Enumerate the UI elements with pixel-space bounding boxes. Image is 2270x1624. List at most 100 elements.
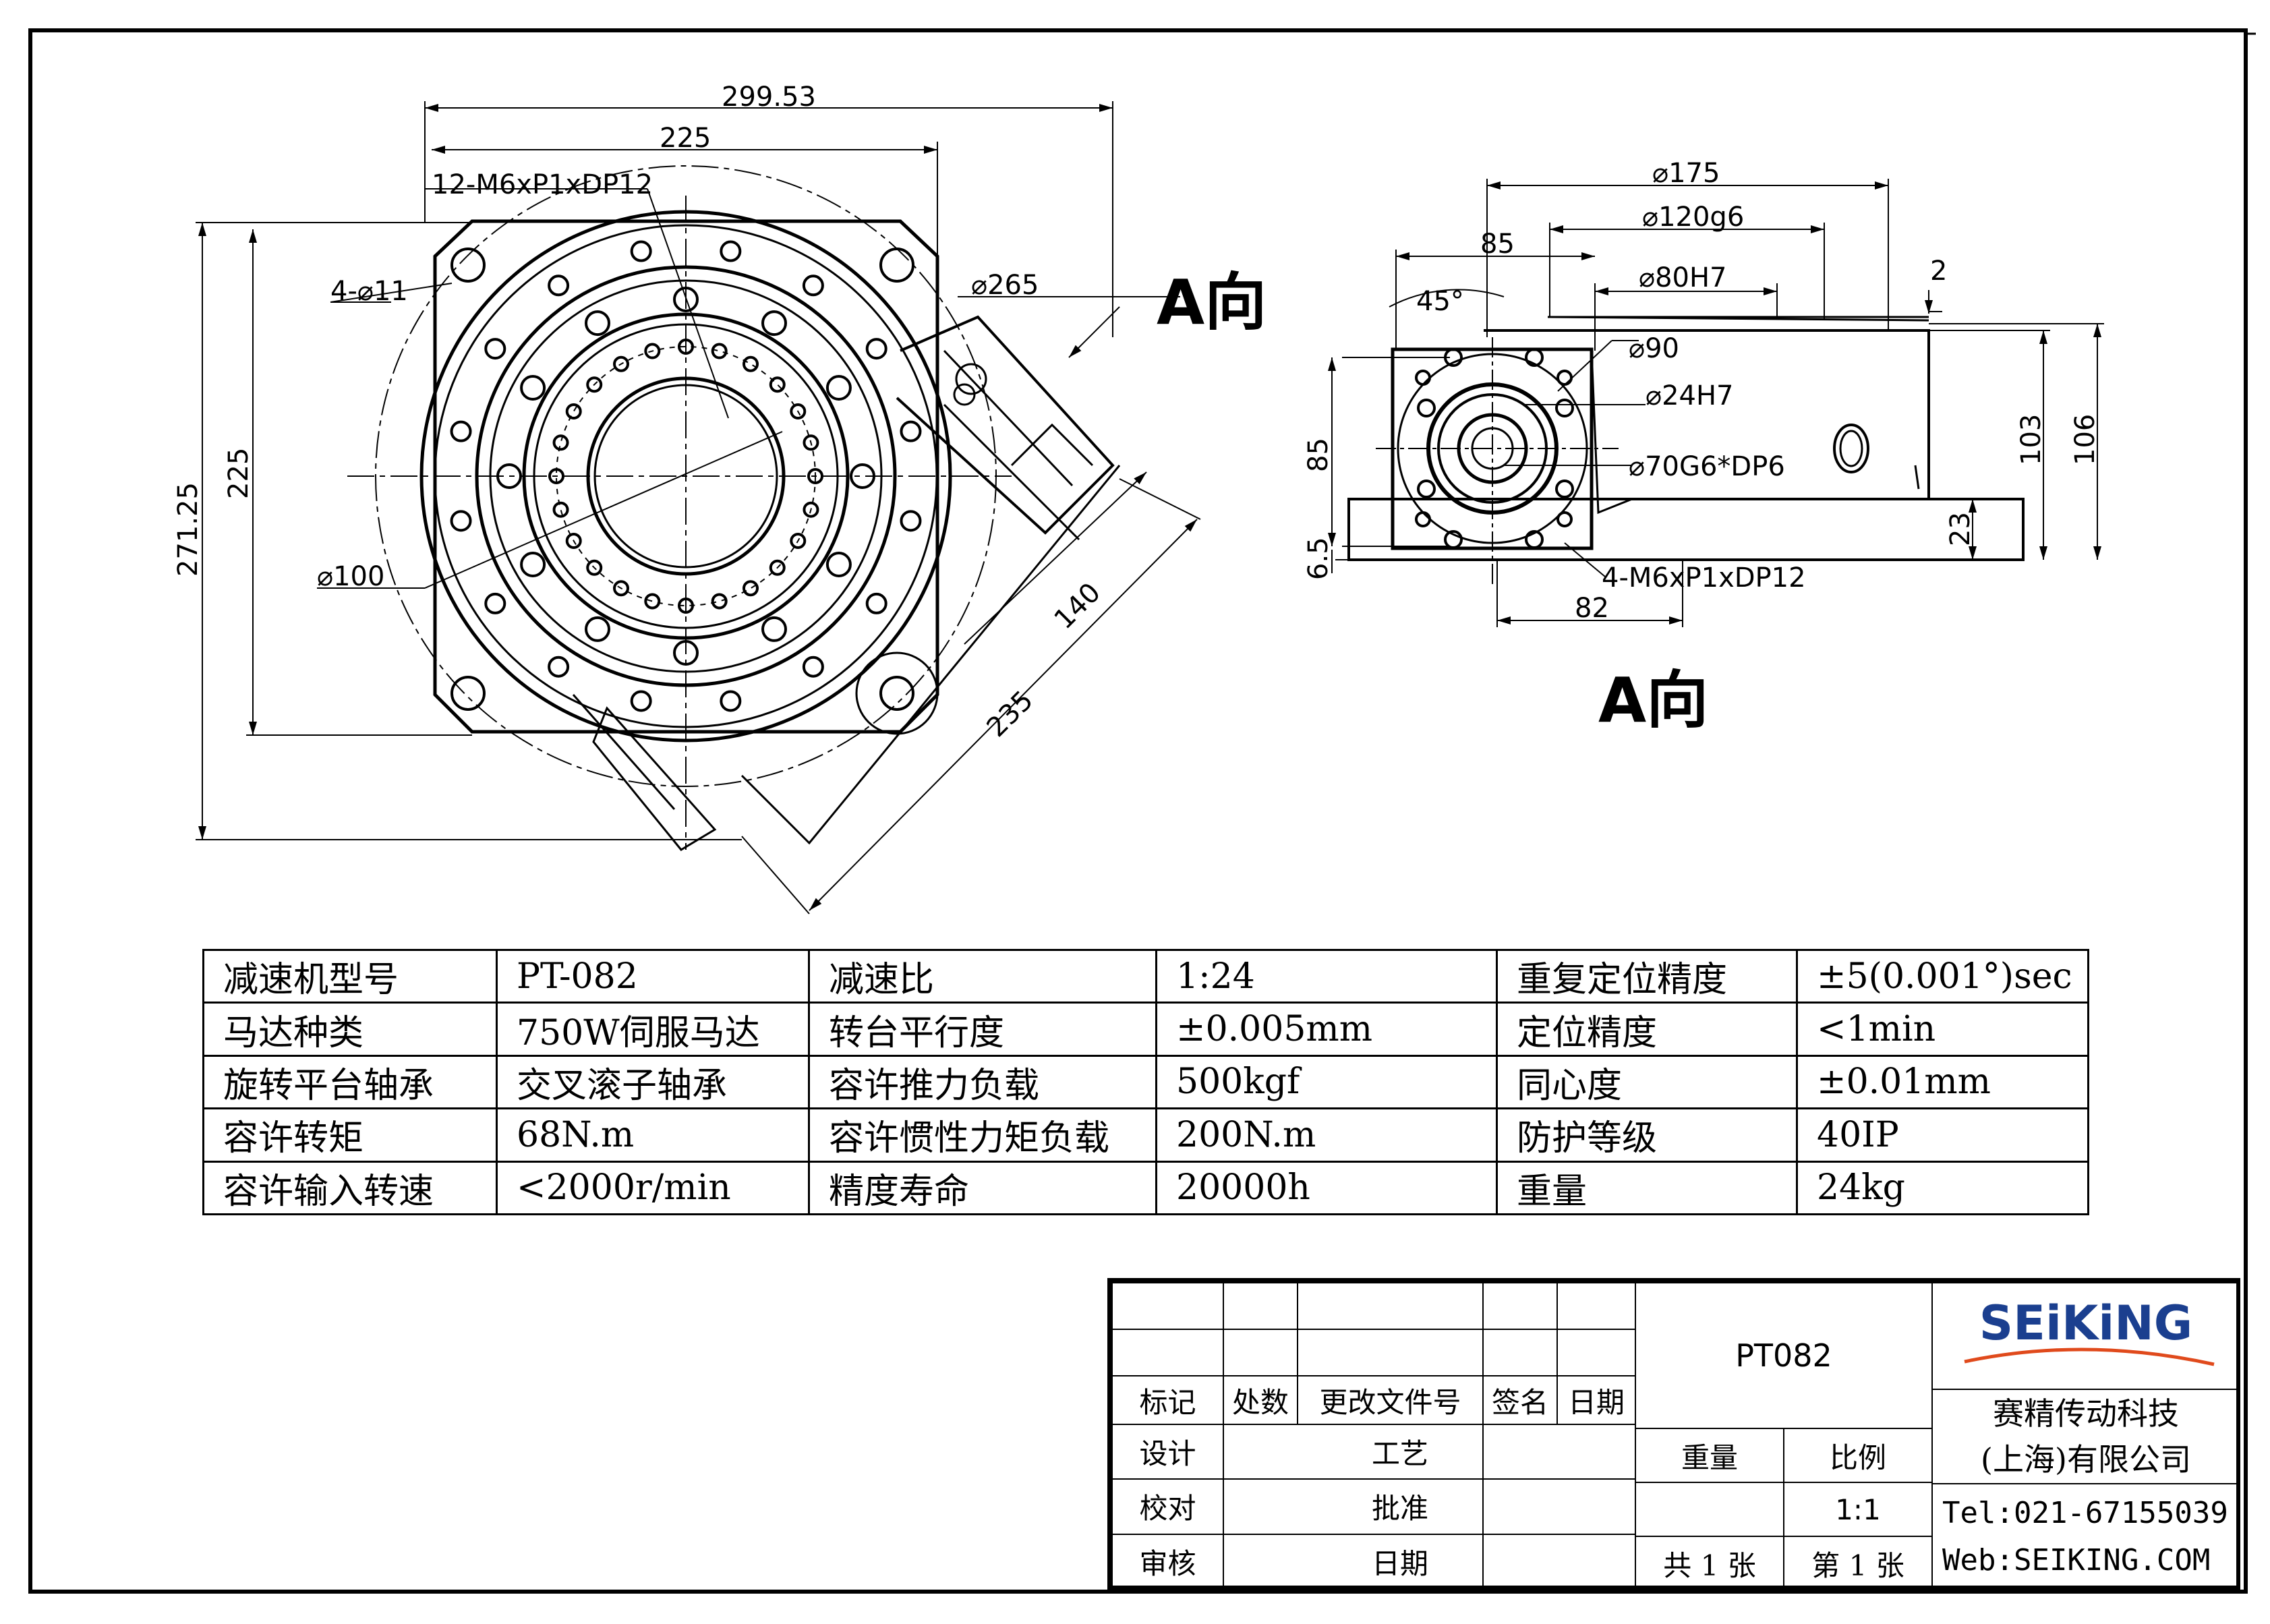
spec-label: 减速比 [808,948,1157,1004]
spec-value: <2000r/min [496,1160,810,1216]
scale-label: 比例 [1782,1428,1933,1483]
bolt-hole [850,463,875,489]
spec-label: 容许输入转速 [202,1160,498,1216]
bolt-hole [865,592,887,614]
bolt-hole [790,403,807,419]
spec-label: 定位精度 [1496,1002,1798,1057]
dim-d24: ⌀24H7 [1646,380,1734,411]
sheet-border [28,28,2248,1594]
bolt-hole [802,656,824,678]
top-view [347,165,1121,851]
dim-height-103: 103 [2016,414,2047,465]
spec-value: ±0.01mm [1796,1054,2089,1110]
hdr-date: 日期 [1556,1375,1636,1425]
sheets-total: 共 1 张 [1635,1536,1784,1591]
bolt-hole [900,420,922,442]
dim-bolt-circle: ⌀265 [971,270,1039,301]
bolt-hole [720,240,742,262]
review-label: 审核 [1111,1533,1224,1590]
company-name: 赛精传动科技 (上海)有限公司 [1931,1389,2240,1484]
company-tel: Tel:021-67155039 [1942,1496,2228,1530]
dim-height-6-5: 6.5 [1303,537,1334,580]
bolt-hole [761,310,787,337]
bolt-hole [585,616,610,642]
bolt-hole [613,355,629,372]
bolt-hole [807,468,823,484]
dim-gap-2: 2 [1930,256,1947,287]
dim-motor-length: 235 [981,685,1040,744]
bolt-hole [565,403,582,419]
spec-value: 68N.m [496,1107,810,1163]
bolt-hole [484,592,506,614]
dim-motor-offset: 140 [1049,577,1107,636]
spec-label: 精度寿命 [808,1160,1157,1216]
bolt-hole [673,287,699,312]
spec-value: 200N.m [1155,1107,1498,1163]
company-table: SEiKiNG 赛精传动科技 (上海)有限公司 Tel:021-67155039… [1931,1282,2240,1591]
bolt-hole [585,310,610,337]
bolt-hole [720,690,742,712]
bolt-hole [900,510,922,532]
weight-label: 重量 [1635,1428,1784,1483]
revision-table: 标记 处数 更改文件号 签名 日期 设计工艺 校对批准 审核日期 [1111,1281,1636,1590]
bolt-hole [565,533,582,549]
spec-value: ±5(0.001°)sec [1796,948,2089,1004]
spec-value: 交叉滚子轴承 [496,1054,810,1110]
dim-d120: ⌀120g6 [1642,202,1744,233]
bolt-hole [825,552,852,577]
spec-value: 40IP [1796,1107,2089,1163]
dim-height-106: 106 [2070,414,2101,465]
bolt-hole [769,376,786,393]
date-label: 日期 [1223,1533,1484,1590]
spec-value: PT-082 [496,948,810,1004]
spec-label: 同心度 [1496,1054,1798,1110]
dim-height-23: 23 [1945,512,1976,546]
dim-overall-height: 271.25 [173,482,204,577]
approve-label: 批准 [1223,1478,1484,1535]
dim-d90: ⌀90 [1629,333,1679,364]
spec-value: 500kgf [1155,1054,1498,1110]
bolt-hole [678,598,694,614]
dim-overall-width: 299.53 [722,82,816,113]
spec-label: 防护等级 [1496,1107,1798,1163]
check-label: 校对 [1111,1478,1224,1535]
bolt-hole [761,616,787,642]
dim-mount-holes: 4-⌀11 [330,276,408,307]
bolt-hole [586,376,603,393]
dim-angle: 45° [1416,286,1464,317]
view-label-top: A向 [1157,266,1267,339]
hdr-mark: 标记 [1111,1375,1224,1425]
spec-label: 重复定位精度 [1496,948,1798,1004]
scale-value: 1:1 [1782,1482,1933,1537]
design-label: 设计 [1111,1423,1224,1480]
dim-d70: ⌀70G6*DP6 [1629,451,1785,482]
bolt-hole [520,552,546,577]
bolt-hole [790,533,807,549]
spec-label: 旋转平台轴承 [202,1054,498,1110]
drawing-info-table: PT082 重量比例 1:1 共 1 张第 1 张 [1634,1282,1933,1591]
spec-value: 750W伺服马达 [496,1002,810,1057]
bolt-hole [548,656,570,678]
bolt-hole [484,338,506,360]
top-view-holes [450,240,922,712]
bolt-hole [548,274,570,297]
hdr-count: 处数 [1223,1375,1298,1425]
bolt-hole [450,510,472,532]
company-web: Web:SEIKING.COM [1942,1543,2211,1577]
company-logo-cell: SEiKiNG [1931,1282,2240,1390]
company-contact: Tel:021-67155039 Web:SEIKING.COM [1931,1483,2240,1591]
bolt-hole [613,580,629,597]
hdr-signature: 签名 [1482,1375,1558,1425]
sheet-number: 第 1 张 [1782,1536,1933,1591]
spec-label: 马达种类 [202,1002,498,1057]
bolt-hole [769,559,786,576]
bolt-hole [678,339,694,355]
bolt-hole [711,593,728,610]
spec-value: <1min [1796,1002,2089,1057]
